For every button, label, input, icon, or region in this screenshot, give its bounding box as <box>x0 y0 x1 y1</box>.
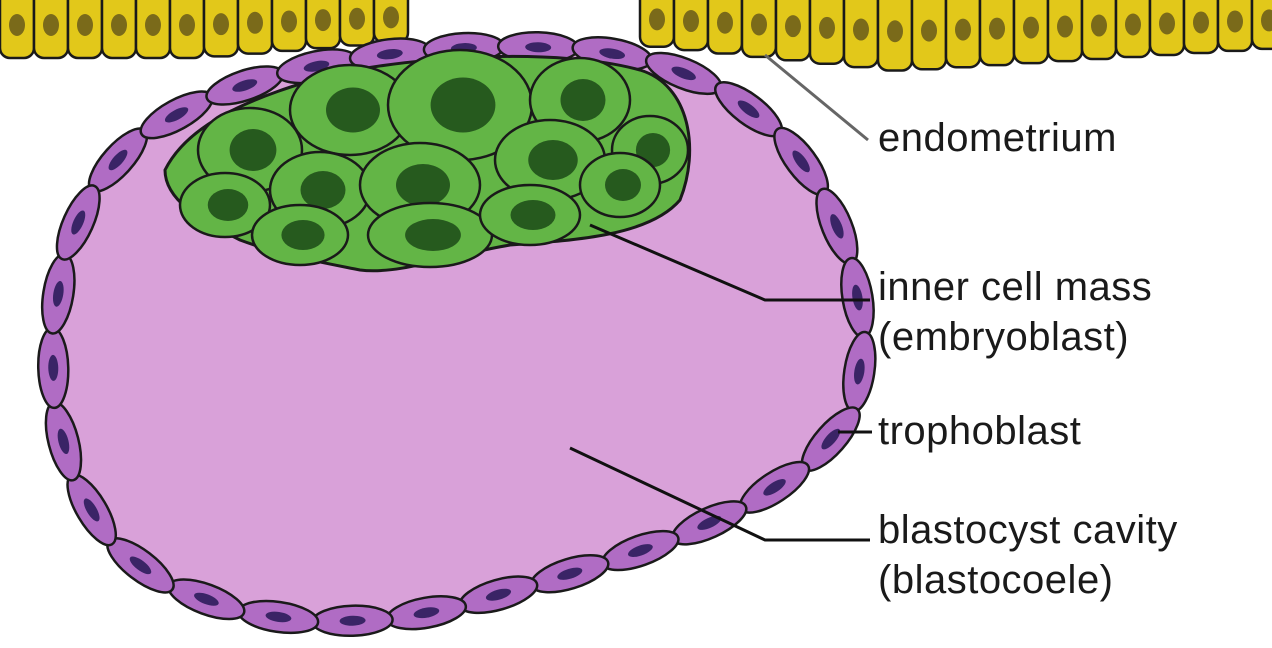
endometrium-nucleus <box>145 14 161 36</box>
endometrium-nucleus <box>111 14 127 36</box>
endometrium-nucleus <box>281 10 297 32</box>
icm-nucleus <box>605 169 641 201</box>
endometrium-nucleus <box>853 19 869 41</box>
trophoblast-cell <box>37 328 69 409</box>
icm-nucleus <box>561 79 606 121</box>
endometrium-nucleus <box>1023 17 1039 39</box>
endometrium-nucleus <box>179 14 195 36</box>
endometrium-nucleus <box>717 12 733 34</box>
endometrium-nucleus <box>649 8 665 30</box>
icm-nucleus <box>208 189 249 221</box>
endometrium-nucleus <box>1057 16 1073 38</box>
icm-nucleus <box>528 140 578 180</box>
endometrium-nucleus <box>315 9 331 31</box>
icm-nucleus <box>511 200 556 230</box>
endometrium-nucleus <box>921 20 937 42</box>
blastocyst-cavity-label: blastocyst cavity (blastocoele) <box>878 505 1178 605</box>
endometrium-nucleus <box>819 17 835 39</box>
trophoblast-label: trophoblast <box>878 406 1081 456</box>
blastocyst-cavity-label-line2: (blastocoele) <box>878 555 1178 605</box>
endometrium-nucleus <box>349 8 365 30</box>
icm-nucleus <box>281 220 324 250</box>
icm-nucleus <box>326 88 380 133</box>
icm-nucleus <box>431 78 496 133</box>
endometrium-nucleus <box>213 13 229 35</box>
endometrium-nucleus <box>1125 14 1141 36</box>
endometrium-nucleus <box>887 20 903 42</box>
endometrium-nucleus <box>1193 11 1209 33</box>
endometrium-nucleus <box>9 14 25 36</box>
endometrium-nucleus <box>751 13 767 35</box>
inner-cell-mass-label-line2: (embryoblast) <box>878 312 1152 362</box>
endometrium-nucleus <box>1091 15 1107 37</box>
endometrium-nucleus <box>247 12 263 34</box>
inner-cell-mass-label-line1: inner cell mass <box>878 262 1152 312</box>
blastocyst-cavity-label-line1: blastocyst cavity <box>878 505 1178 555</box>
endometrium-label: endometrium <box>878 113 1117 163</box>
icm-nucleus <box>396 164 450 206</box>
endometrium-nucleus <box>955 19 971 41</box>
icm-nucleus <box>230 129 277 171</box>
endometrium-nucleus <box>43 14 59 36</box>
icm-nucleus <box>405 219 461 251</box>
icm-nucleus <box>301 171 346 209</box>
endometrium-nucleus <box>683 10 699 32</box>
endometrium-nucleus <box>77 14 93 36</box>
endometrium-nucleus <box>989 18 1005 40</box>
endometrium-nucleus <box>785 15 801 37</box>
endometrium-nucleus <box>1227 10 1243 32</box>
endometrium-nucleus <box>383 6 399 28</box>
endometrium-nucleus <box>1159 12 1175 34</box>
inner-cell-mass-label: inner cell mass (embryoblast) <box>878 262 1152 362</box>
